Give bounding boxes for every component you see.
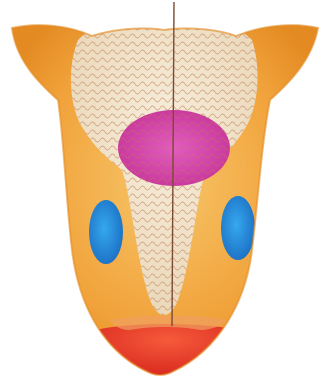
- zone-left: [89, 200, 123, 264]
- zone-right: [221, 196, 255, 260]
